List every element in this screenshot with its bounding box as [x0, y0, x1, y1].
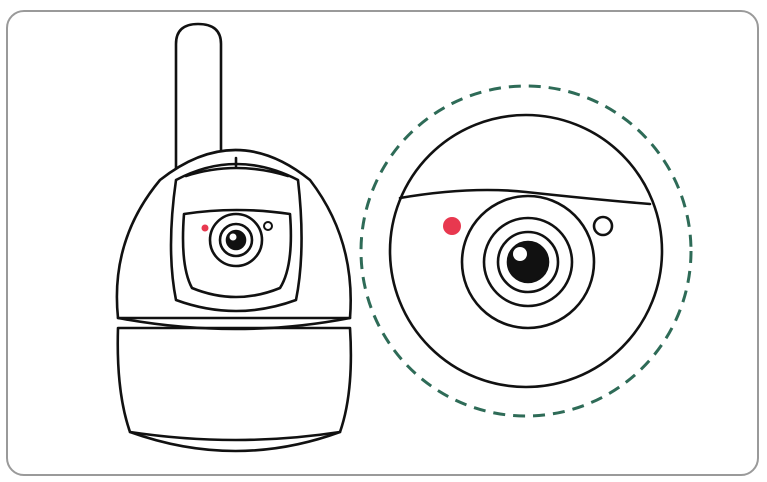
camera-head-ball: [169, 162, 303, 313]
lens-ring-middle: [218, 222, 254, 258]
callout-light-sensor-icon: [592, 215, 614, 237]
callout-lens-ring-inner: [496, 230, 560, 294]
callout-status-led-icon: [443, 217, 461, 235]
camera-head-seam: [184, 166, 290, 178]
camera-dome-waist: [116, 316, 352, 331]
callout-lens-ring-middle: [482, 216, 574, 308]
status-led-icon: [201, 224, 209, 232]
camera-face: [181, 208, 293, 299]
lens-ring-outer: [208, 212, 264, 268]
camera-base-bottom: [128, 430, 342, 453]
callout-lens-icon: [506, 240, 550, 284]
antenna-icon: [174, 22, 223, 178]
callout-lens-highlight: [513, 247, 527, 261]
callout-housing-seam: [398, 188, 652, 206]
light-sensor-icon: [263, 221, 273, 231]
callout-lens-ring-outer: [460, 194, 596, 330]
camera-base: [116, 326, 353, 442]
callout-dashed-ring: [359, 84, 693, 418]
lens-icon: [225, 229, 247, 251]
lens-highlight: [229, 233, 237, 241]
